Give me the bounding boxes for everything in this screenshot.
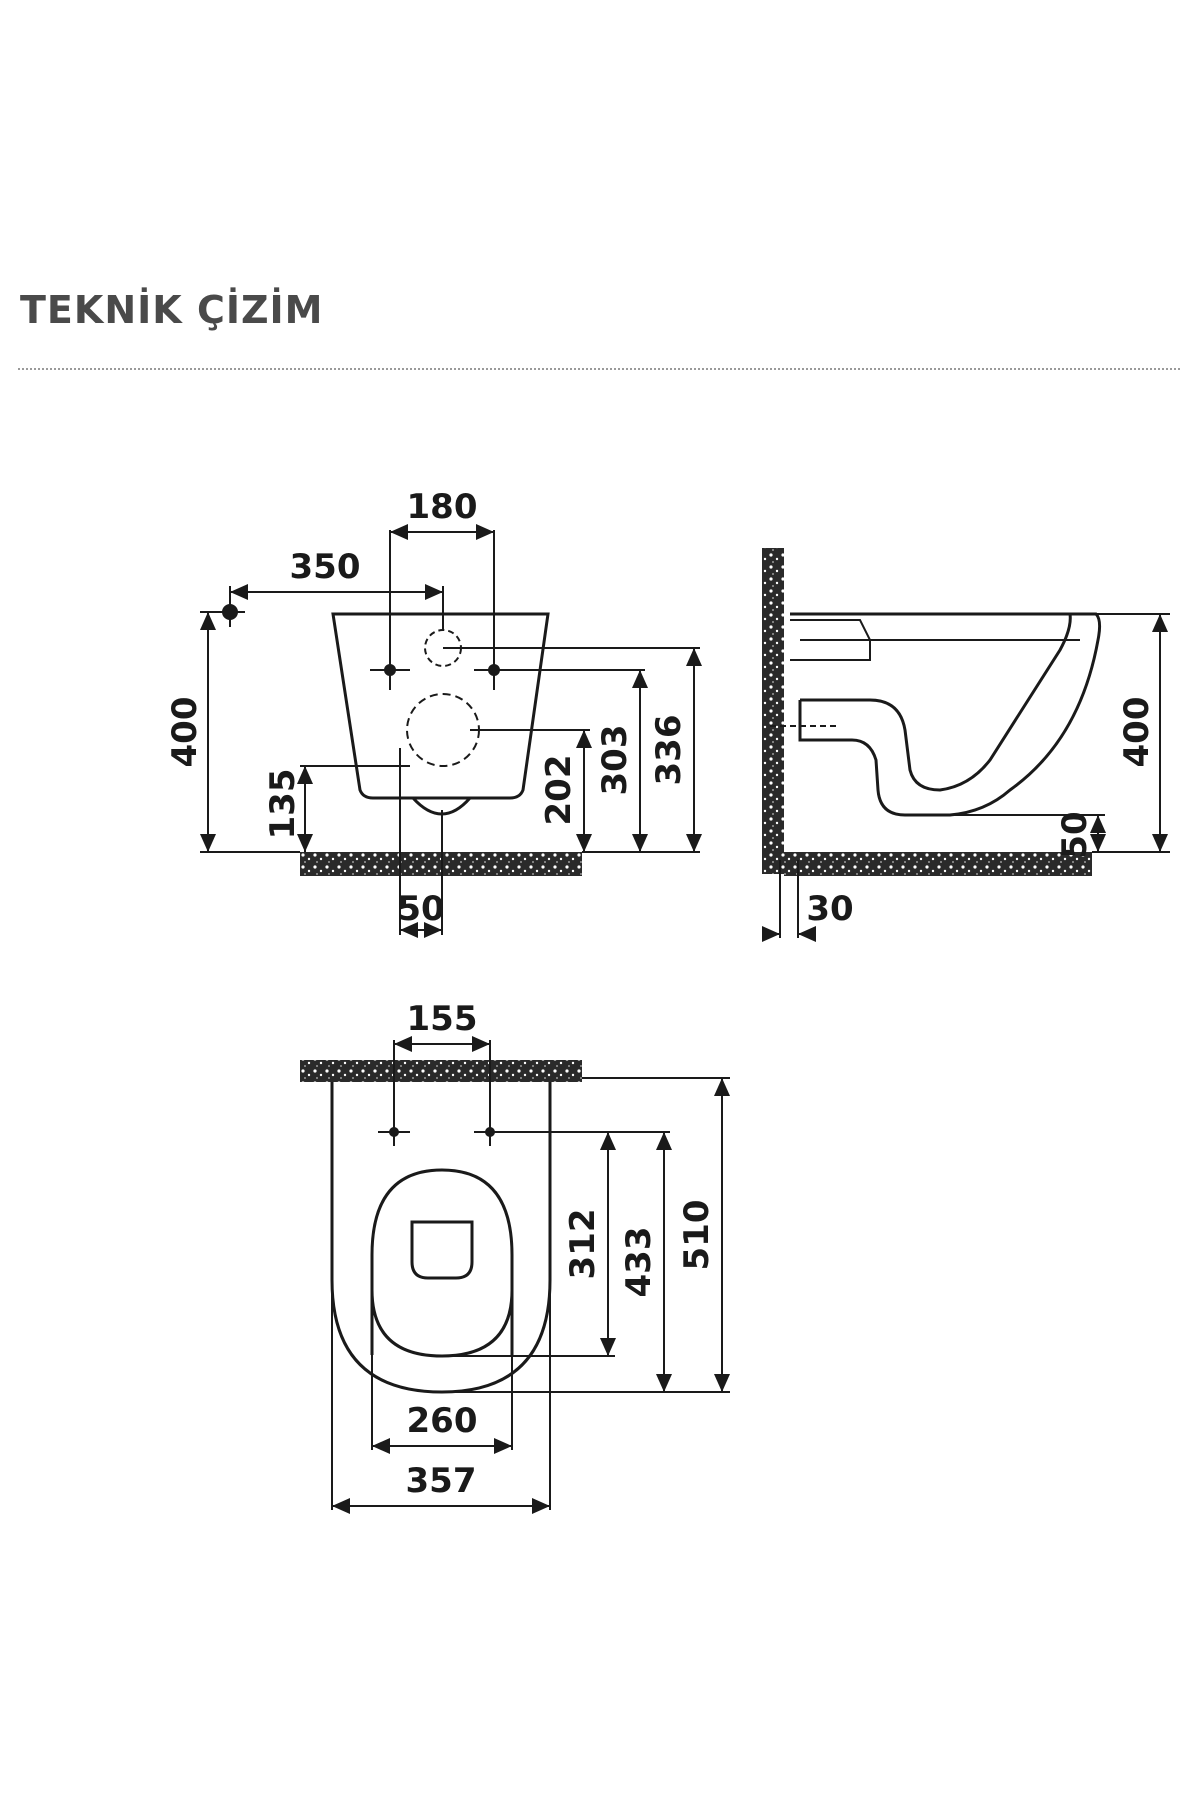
top-view: 155 312 433 510 260 357 xyxy=(300,999,730,1514)
front-dim-336: 336 xyxy=(649,715,689,786)
top-dim-433: 433 xyxy=(619,1227,659,1298)
top-seat-front xyxy=(370,1289,514,1358)
page-title: TEKNİK ÇİZİM xyxy=(20,288,324,332)
side-floor-slab xyxy=(784,852,1092,876)
front-bolt-left xyxy=(370,650,410,690)
top-bolt-right xyxy=(474,1118,506,1146)
top-dim-155-lines xyxy=(393,1036,491,1118)
front-dim-135: 135 xyxy=(263,769,303,840)
front-dim-400: 400 xyxy=(165,697,205,768)
top-dim-357-lines xyxy=(331,1280,551,1514)
top-bowl-opening xyxy=(410,1220,474,1280)
top-dim-510: 510 xyxy=(677,1200,717,1271)
top-dim-357: 357 xyxy=(406,1461,477,1501)
side-wall xyxy=(762,548,784,874)
front-dim-303: 303 xyxy=(595,725,635,796)
front-dim-right-lines xyxy=(443,647,702,853)
front-dim-350-lines xyxy=(229,584,444,630)
side-view: 400 50 30 xyxy=(762,548,1170,942)
side-dim-400-lines xyxy=(1092,613,1170,853)
front-dim-50-lines xyxy=(399,748,443,938)
top-dim-260: 260 xyxy=(407,1401,478,1441)
title-divider xyxy=(18,368,1180,370)
top-bowl-outline xyxy=(330,1082,552,1394)
side-bowl-outline xyxy=(790,612,1102,817)
top-dim-right-lines xyxy=(442,1077,730,1393)
side-dim-50: 50 xyxy=(1055,811,1095,858)
top-dim-260-lines xyxy=(371,1355,513,1454)
front-dim-135-lines xyxy=(297,765,410,852)
side-dim-50-lines xyxy=(950,814,1106,852)
side-dim-30-lines xyxy=(762,860,816,942)
front-bowl-outline xyxy=(331,612,550,800)
front-dim-50: 50 xyxy=(397,889,444,929)
front-dim-400-lines xyxy=(200,611,300,853)
top-bolt-left xyxy=(378,1118,410,1146)
side-dim-30: 30 xyxy=(806,889,853,929)
front-dim-350: 350 xyxy=(290,547,361,587)
top-dim-155: 155 xyxy=(407,999,478,1039)
front-outlet-circle xyxy=(406,693,480,767)
top-wall-slab xyxy=(300,1060,582,1082)
side-dim-400: 400 xyxy=(1117,697,1157,768)
top-dim-312: 312 xyxy=(563,1209,603,1280)
front-view: 180 350 400 135 50 xyxy=(165,487,702,938)
front-dim-180: 180 xyxy=(407,487,478,527)
front-supply-valve xyxy=(215,597,245,627)
top-seat-ring xyxy=(370,1168,514,1355)
front-bolt-right xyxy=(474,650,514,690)
front-dim-202: 202 xyxy=(539,755,579,826)
